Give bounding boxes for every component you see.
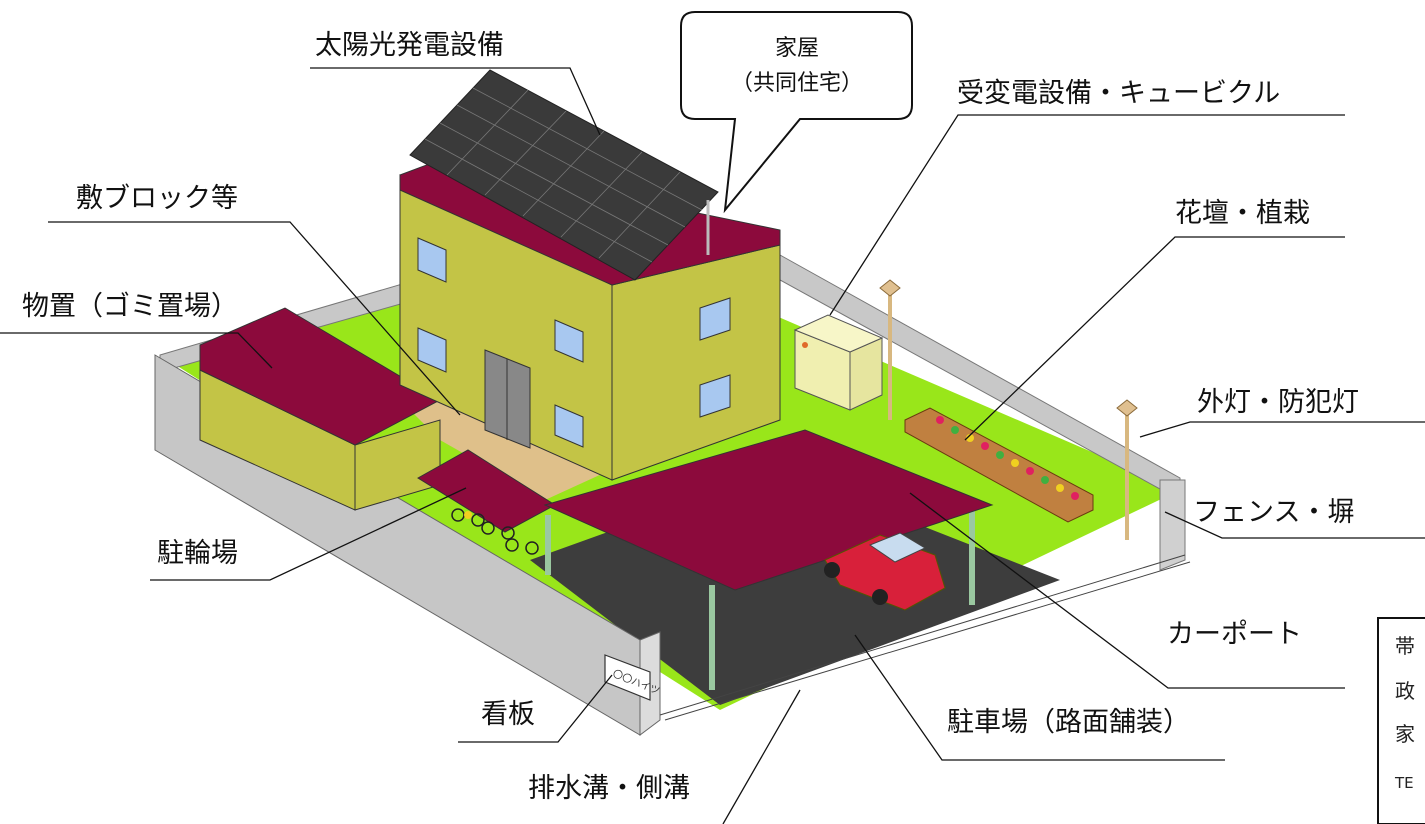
leader-signboard	[458, 674, 613, 743]
storage-roof	[199, 307, 442, 446]
label-fence: フェンス・塀	[1193, 497, 1354, 528]
leader-substation	[829, 114, 1345, 316]
label-lights: 外灯・防犯灯	[1197, 387, 1359, 418]
flowerbed-box	[904, 407, 1094, 523]
flowerbed-flowers	[936, 416, 1079, 500]
info-box	[1377, 617, 1425, 824]
label-signboard: 看板	[481, 699, 535, 730]
leader-drain	[722, 689, 801, 824]
info-line-1: 帯	[1395, 634, 1415, 658]
house-label-line1: 家屋	[775, 36, 819, 61]
leader-flowerbed	[964, 236, 1345, 441]
leader-fence	[1164, 511, 1425, 539]
car	[824, 532, 946, 611]
front-right-fence	[1159, 479, 1186, 571]
label-storage: 物置（ゴミ置場）	[22, 291, 238, 322]
drain-line	[659, 554, 1186, 716]
label-paving-block: 敷ブロック等	[76, 183, 238, 214]
street-light-1	[879, 279, 901, 420]
info-line-3: 家	[1395, 722, 1415, 746]
label-drain: 排水溝・側溝	[528, 773, 690, 804]
drain-line-2	[664, 561, 1191, 721]
label-bike-parking: 駐輪場	[157, 538, 238, 569]
house-windows	[417, 237, 731, 448]
house-callout-bubble	[680, 11, 913, 214]
leader-solar	[310, 67, 601, 136]
solar-grid	[424, 87, 703, 263]
solar-panel-array	[409, 69, 719, 281]
cubicle-top	[793, 314, 884, 353]
info-line-4: TE	[1394, 774, 1414, 792]
label-parking: 駐車場（路面舗装）	[947, 707, 1190, 738]
leader-bike-parking	[150, 487, 467, 581]
info-line-2: 政	[1395, 679, 1415, 703]
leader-lights	[1139, 421, 1425, 438]
carport-roof	[543, 429, 994, 591]
house-label-line2: （共同住宅）	[731, 71, 863, 96]
street-light-2	[1116, 399, 1138, 540]
label-flowerbed: 花壇・植栽	[1175, 198, 1310, 229]
leader-paving-block	[48, 221, 461, 416]
signboard-panel	[604, 654, 651, 701]
label-solar: 太陽光発電設備	[315, 30, 504, 61]
label-carport: カーポート	[1167, 619, 1302, 650]
label-substation: 受変電設備・キュービクル	[957, 78, 1280, 109]
cubicle-warning-mark	[802, 342, 808, 348]
leader-carport	[909, 492, 1345, 689]
bike-seat	[464, 511, 472, 519]
leader-parking	[854, 634, 1225, 761]
leader-storage	[0, 332, 273, 369]
